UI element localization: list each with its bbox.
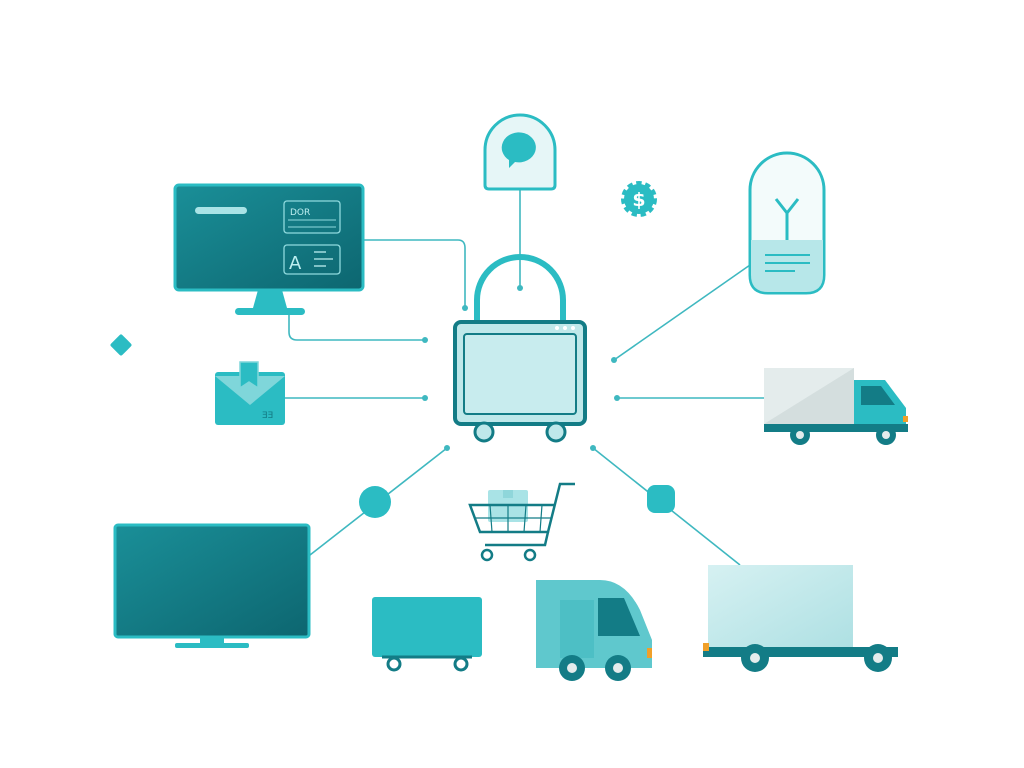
diamond-icon [110, 334, 132, 356]
connector-dots [422, 285, 620, 451]
lightbulb-icon [748, 151, 826, 295]
television-icon [113, 523, 311, 648]
shopping-bag-icon [453, 254, 587, 443]
monitor-icon: DOR A [173, 183, 365, 315]
box-truck-icon [703, 565, 898, 672]
trolley-icon [372, 597, 482, 672]
dollar-symbol: $ [632, 189, 645, 211]
shopping-cart-icon [468, 482, 575, 562]
dollar-gear-icon: $ [621, 181, 657, 217]
chat-bubble-icon [483, 113, 557, 191]
network-node [359, 486, 391, 518]
network-node [647, 485, 675, 513]
monitor-card-text: DOR [290, 208, 310, 218]
envelope-text: ƎƎ [262, 411, 273, 421]
truck-icon [764, 368, 908, 445]
delivery-van-icon [536, 580, 652, 681]
envelope-icon: ƎƎ [215, 361, 285, 425]
monitor-glyph: A [289, 253, 302, 274]
